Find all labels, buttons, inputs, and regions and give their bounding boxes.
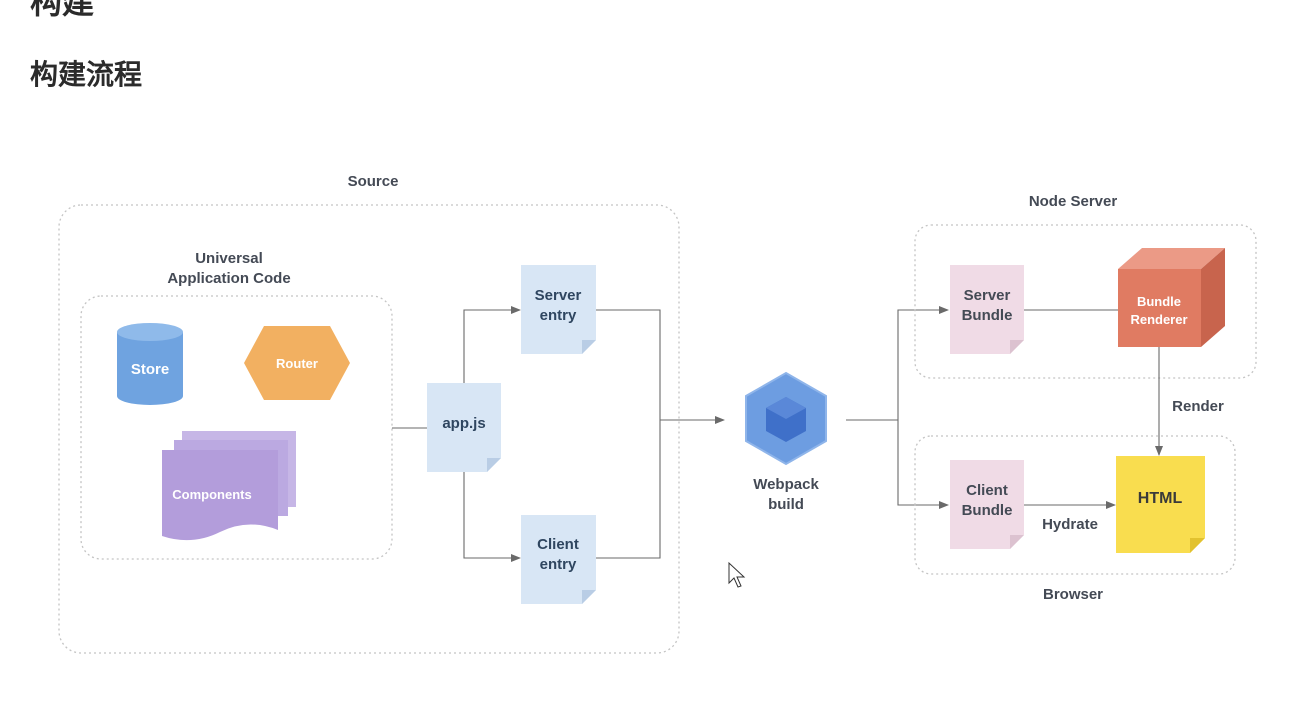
universal-code-label-line1: Universal: [195, 250, 263, 267]
universal-code-label-line2: Application Code: [167, 270, 290, 287]
webpack-label-line2: build: [768, 496, 804, 513]
bundle-renderer-node: Bundle Renderer: [1118, 248, 1225, 347]
server-entry-label-line2: entry: [540, 307, 577, 324]
source-group: [58, 204, 680, 654]
mouse-cursor: [728, 561, 746, 588]
client-bundle-label-line2: Bundle: [962, 502, 1013, 519]
node-server-group-label: Node Server: [1029, 193, 1118, 210]
server-bundle-label-line1: Server: [964, 287, 1011, 304]
store-label: Store: [131, 361, 169, 378]
server-entry-node: Server entry: [521, 265, 596, 354]
server-bundle-node: Server Bundle: [950, 265, 1024, 354]
router-node: Router: [244, 326, 350, 400]
server-entry-label-line1: Server: [535, 287, 582, 304]
connector-appjs-to-server-entry: [463, 306, 521, 383]
html-label: HTML: [1138, 490, 1183, 507]
client-entry-label-line1: Client: [537, 536, 579, 553]
appjs-node: app.js: [427, 383, 501, 472]
webpack-label-line1: Webpack: [753, 476, 819, 493]
components-node: Components: [162, 431, 296, 541]
renderer-label-line2: Renderer: [1130, 312, 1187, 327]
server-bundle-label-line2: Bundle: [962, 307, 1013, 324]
html-node: HTML: [1116, 456, 1205, 553]
router-label: Router: [276, 356, 318, 371]
webpack-node: Webpack build: [745, 371, 827, 513]
browser-group: [914, 435, 1236, 575]
client-bundle-label-line1: Client: [966, 482, 1008, 499]
client-entry-label-line2: entry: [540, 556, 577, 573]
section-heading: 构建: [30, 0, 95, 21]
browser-group-label: Browser: [1043, 586, 1103, 603]
page-title: 构建流程: [30, 58, 143, 91]
render-label: Render: [1172, 398, 1224, 415]
components-label: Components: [172, 487, 251, 502]
connector-server-entry-out: [596, 309, 661, 559]
hydrate-label: Hydrate: [1042, 516, 1098, 533]
client-entry-node: Client entry: [521, 515, 596, 604]
store-node: Store: [117, 323, 183, 405]
renderer-label-line1: Bundle: [1137, 294, 1181, 309]
connector-webpack-to-server-bundle: [897, 306, 949, 420]
client-bundle-node: Client Bundle: [950, 460, 1024, 549]
appjs-label: app.js: [442, 415, 485, 432]
connector-webpack-to-client-bundle: [897, 420, 949, 509]
source-group-label: Source: [348, 173, 399, 190]
universal-code-group: [80, 295, 393, 560]
connector-appjs-to-client-entry: [463, 472, 521, 562]
